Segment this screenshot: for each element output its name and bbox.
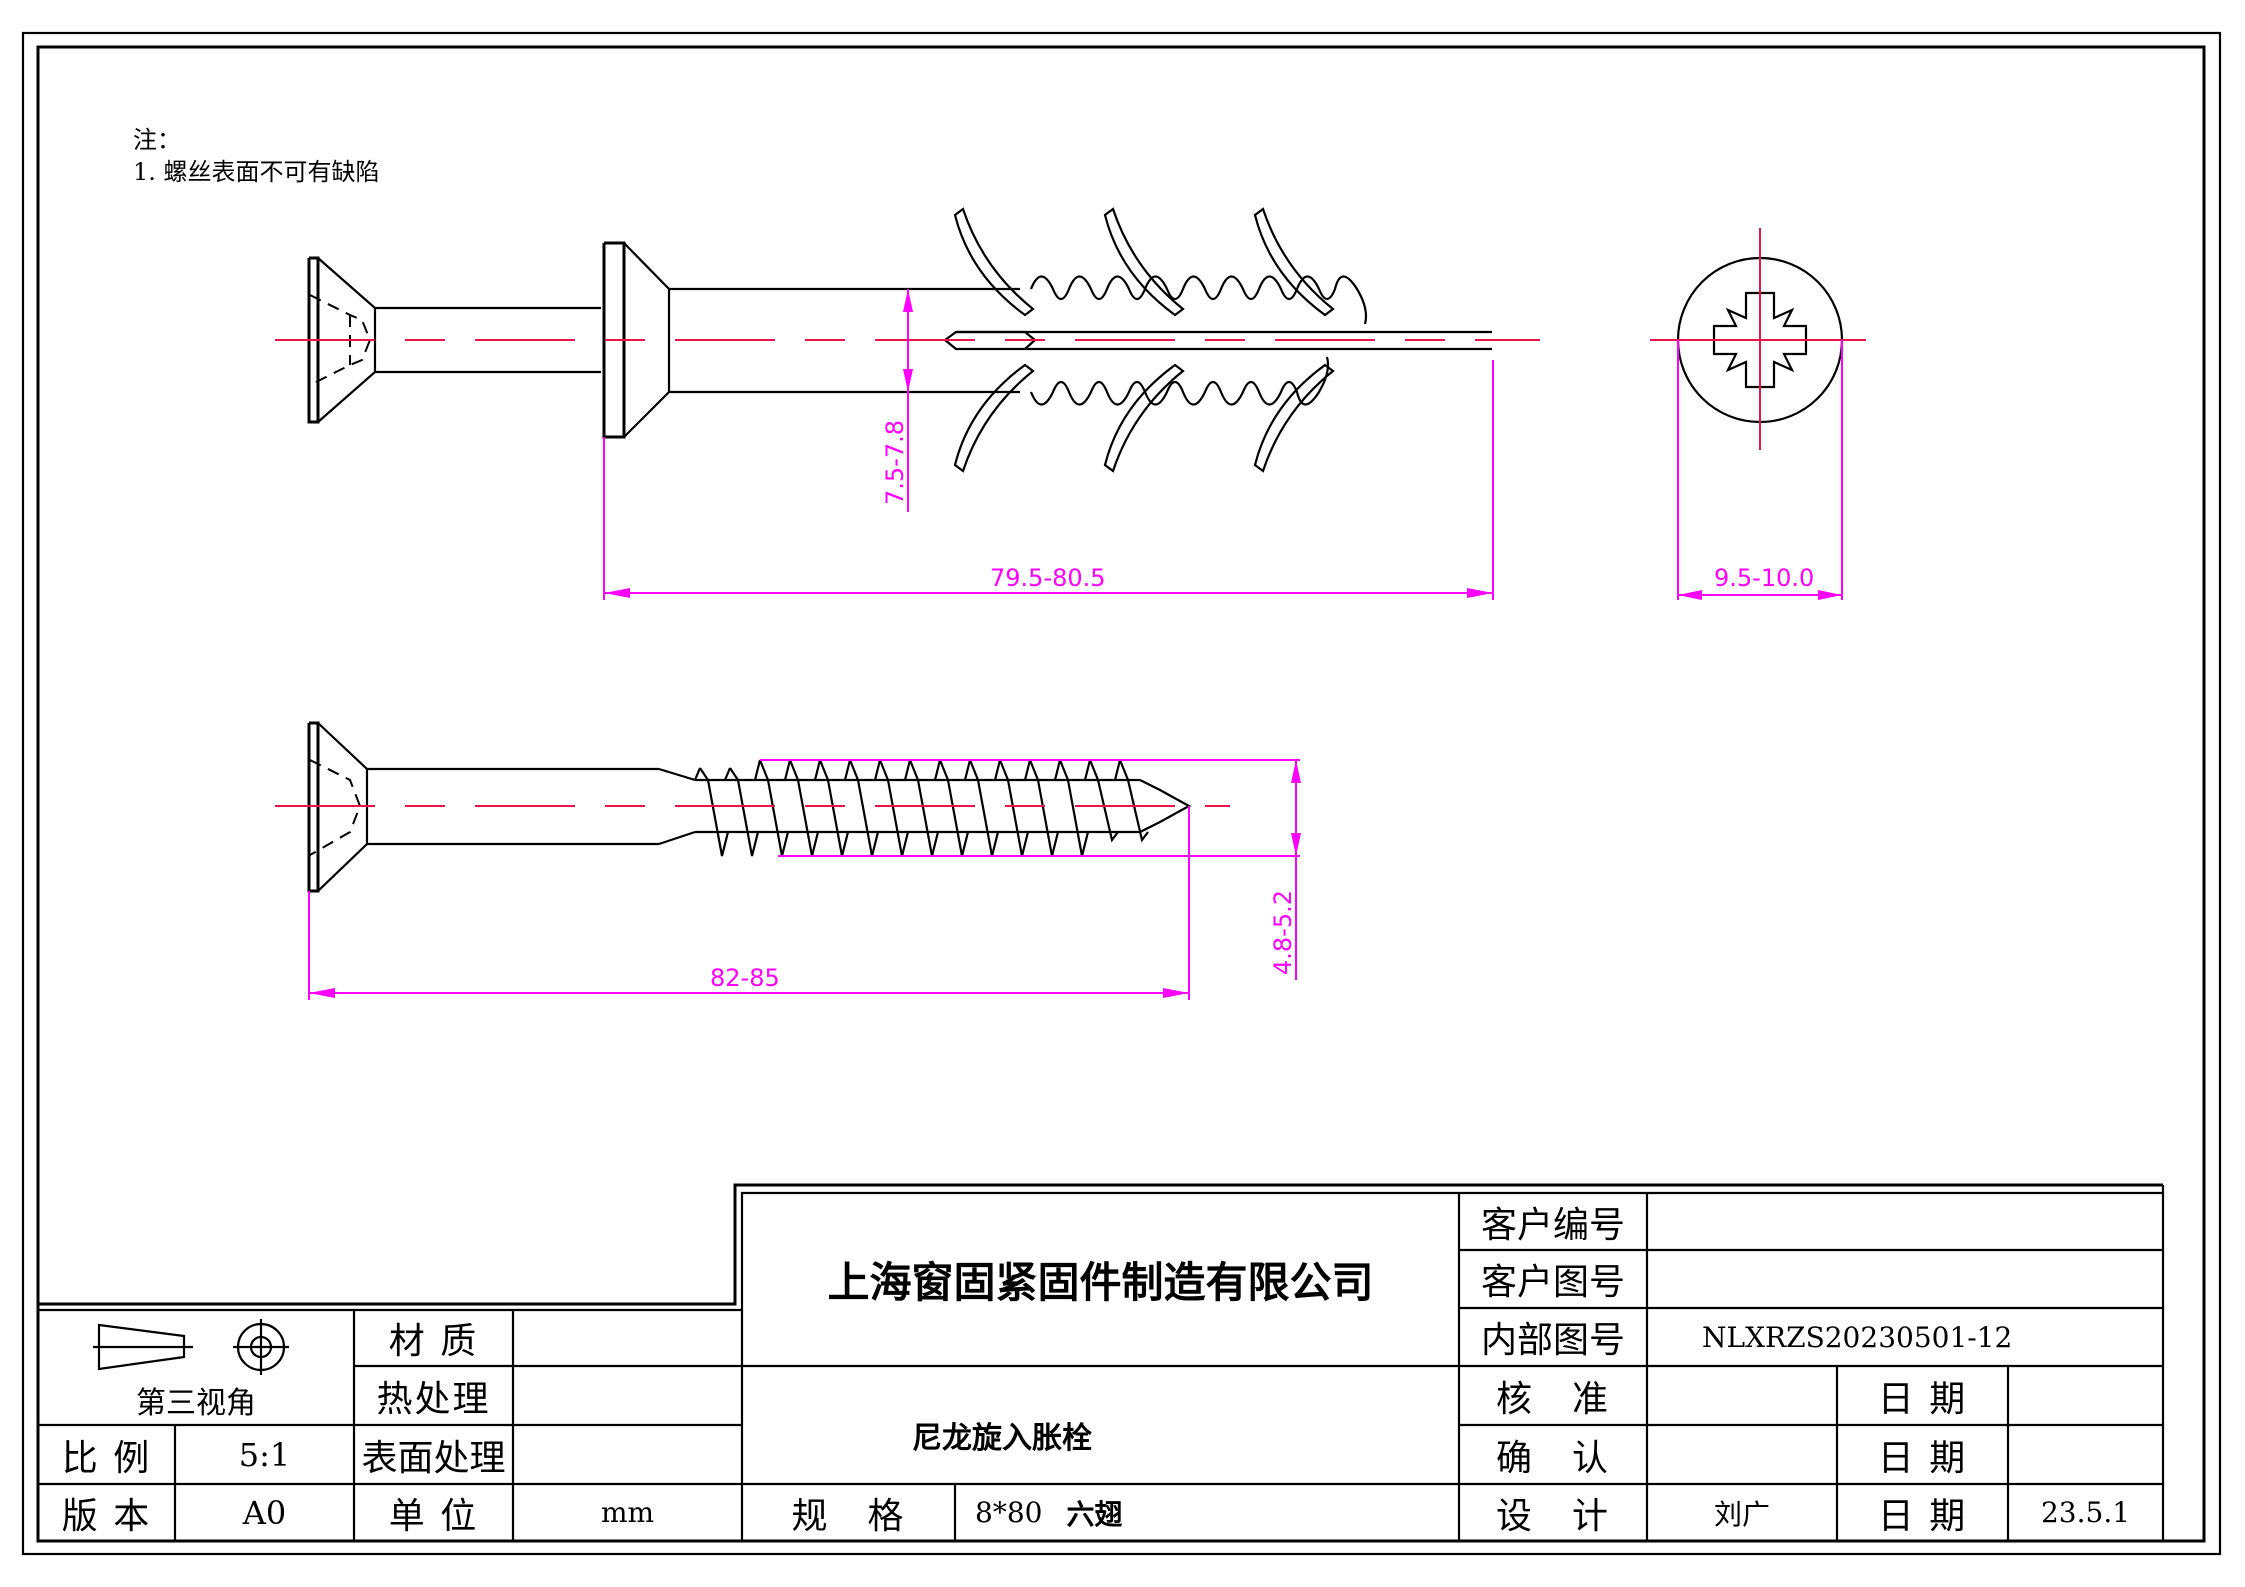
material-label: 材 质	[388, 1321, 479, 1362]
material-value	[513, 1310, 742, 1366]
version-value: A0	[242, 1493, 287, 1532]
customer-no-label: 客户编号	[1480, 1204, 1625, 1246]
thread-flank	[813, 759, 822, 781]
approve-date-label: 日 期	[1877, 1378, 1968, 1420]
design-label: 设 计	[1495, 1495, 1610, 1537]
thread-flank	[903, 759, 912, 781]
thread-crest	[1118, 759, 1149, 843]
thread-crest	[788, 759, 820, 857]
surface-treatment-value	[513, 1425, 742, 1484]
thread-crest	[878, 759, 910, 857]
unit-label: 单 位	[388, 1495, 479, 1537]
thread-crest	[758, 759, 790, 857]
thread-flank	[873, 759, 882, 781]
spec-label: 规 格	[791, 1495, 906, 1537]
dim-screw-diameter-text: 4.8-5.2	[1269, 890, 1297, 975]
internal-drawing-label: 内部图号	[1480, 1320, 1625, 1361]
thread-flank	[1083, 759, 1092, 781]
title-block-grid	[38, 1183, 2165, 1541]
inner-border	[36, 45, 2206, 1543]
heat-treatment-label: 热处理	[376, 1378, 491, 1420]
approve-value	[1647, 1366, 1837, 1425]
approve-date-value	[2008, 1366, 2163, 1425]
design-date-label: 日 期	[1877, 1495, 1968, 1537]
dim-screw-length: 82-85	[308, 806, 1190, 1000]
outer-border	[21, 31, 2222, 1556]
projection-label: 第三视角	[136, 1386, 256, 1421]
spec-extra: 六翅	[1066, 1497, 1123, 1531]
spec-value: 8*80	[975, 1496, 1043, 1529]
customer-drawing-label: 客户图号	[1480, 1262, 1625, 1303]
surface-treatment-label: 表面处理	[361, 1437, 506, 1479]
thread-crest	[908, 759, 940, 857]
dim-screw-length-text: 82-85	[710, 964, 780, 992]
thread-flank	[963, 759, 972, 781]
company-name: 上海窗固紧固件制造有限公司	[827, 1258, 1374, 1307]
scale-label: 比 例	[61, 1437, 152, 1479]
thread-crest	[729, 767, 760, 857]
design-date-value: 23.5.1	[2040, 1496, 2131, 1529]
thread-crest	[998, 759, 1030, 857]
thread-crest	[699, 767, 730, 857]
notes-title: 注：	[133, 126, 181, 154]
version-label: 版 本	[61, 1495, 152, 1537]
thread-crest	[848, 759, 880, 857]
customer-no-value	[1647, 1193, 2163, 1250]
scale-value: 5:1	[238, 1435, 291, 1474]
thread-crest	[1088, 759, 1119, 843]
end-view-recess	[1650, 228, 1866, 450]
confirm-date-label: 日 期	[1877, 1437, 1968, 1479]
dim-anchor-length: 79.5-80.5	[603, 360, 1494, 600]
product-name: 尼龙旋入胀栓	[912, 1421, 1092, 1456]
customer-drawing-value	[1647, 1250, 2163, 1308]
thread-flank	[693, 767, 702, 781]
design-value: 刘广	[1713, 1497, 1770, 1531]
third-angle-projection-icon	[93, 1319, 289, 1375]
note-item: 1. 螺丝表面不可有缺陷	[133, 158, 380, 186]
unit-value: mm	[600, 1496, 655, 1529]
thread-flank	[1053, 759, 1062, 781]
thread-flank	[723, 767, 732, 781]
spec-value-cell: 8*80 六翅	[955, 1484, 1459, 1541]
thread-flank	[783, 759, 792, 781]
thread-crest	[968, 759, 1000, 857]
approve-label: 核 准	[1495, 1378, 1610, 1420]
dim-anchor-diameter-text: 7.5-7.8	[881, 420, 909, 505]
dim-head-diameter-text: 9.5-10.0	[1714, 564, 1814, 592]
thread-crest	[938, 759, 970, 857]
thread-flank	[933, 759, 942, 781]
screw-threads	[693, 759, 1149, 857]
dim-screw-diameter: 4.8-5.2	[760, 759, 1301, 980]
thread-flank	[993, 759, 1002, 781]
confirm-value	[1647, 1425, 1837, 1484]
heat-treatment-value	[513, 1366, 742, 1425]
thread-flank	[843, 759, 852, 781]
dim-head-diameter: 9.5-10.0	[1677, 340, 1843, 600]
confirm-date-value	[2008, 1425, 2163, 1484]
dim-anchor-length-text: 79.5-80.5	[990, 564, 1106, 592]
internal-drawing-value: NLXRZS20230501-12	[1702, 1320, 2013, 1354]
thread-flank	[1113, 759, 1122, 781]
thread-flank	[753, 759, 762, 781]
dim-anchor-diameter: 7.5-7.8	[881, 289, 913, 512]
thread-flank	[1023, 759, 1032, 781]
thread-crest	[1028, 759, 1060, 857]
thread-crest	[818, 759, 850, 857]
thread-crest	[1058, 759, 1090, 857]
confirm-label: 确 认	[1495, 1437, 1610, 1479]
